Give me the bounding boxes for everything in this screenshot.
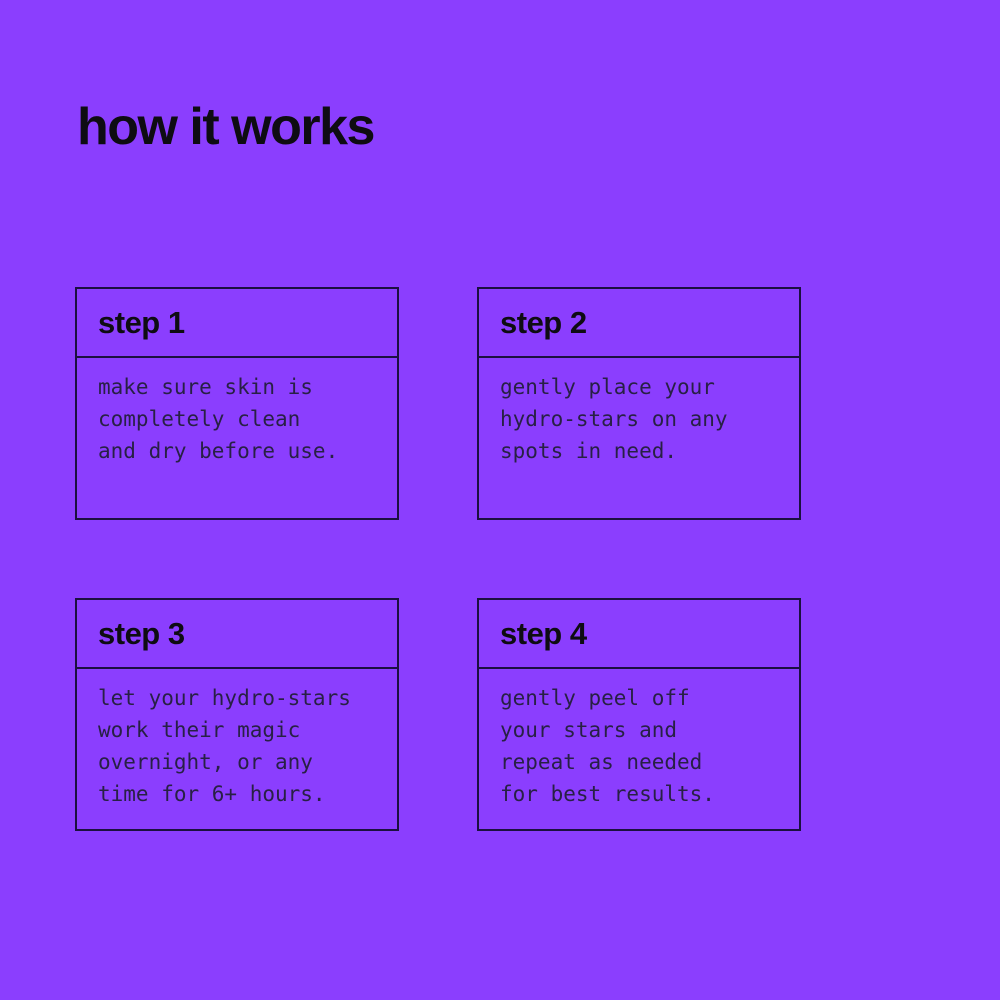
page-title: how it works	[77, 98, 375, 156]
step-card-4-header: step 4	[479, 600, 799, 669]
step-card-1-title: step 1	[98, 304, 185, 340]
step-card-4-body: gently peel off your stars and repeat as…	[500, 686, 715, 806]
step-card-3-body: let your hydro-stars work their magic ov…	[98, 686, 351, 806]
step-card-4-title: step 4	[500, 615, 587, 651]
step-card-2-body: gently place your hydro-stars on any spo…	[500, 375, 728, 463]
step-card-1-body: make sure skin is completely clean and d…	[98, 375, 339, 463]
step-card-1: step 1 make sure skin is completely clea…	[75, 287, 399, 520]
step-card-3-title: step 3	[98, 615, 185, 651]
step-card-3-header: step 3	[77, 600, 397, 669]
step-card-2-header: step 2	[479, 289, 799, 358]
step-card-2: step 2 gently place your hydro-stars on …	[477, 287, 801, 520]
step-card-4: step 4 gently peel off your stars and re…	[477, 598, 801, 831]
step-card-3: step 3 let your hydro-stars work their m…	[75, 598, 399, 831]
step-card-2-title: step 2	[500, 304, 587, 340]
step-card-1-header: step 1	[77, 289, 397, 358]
